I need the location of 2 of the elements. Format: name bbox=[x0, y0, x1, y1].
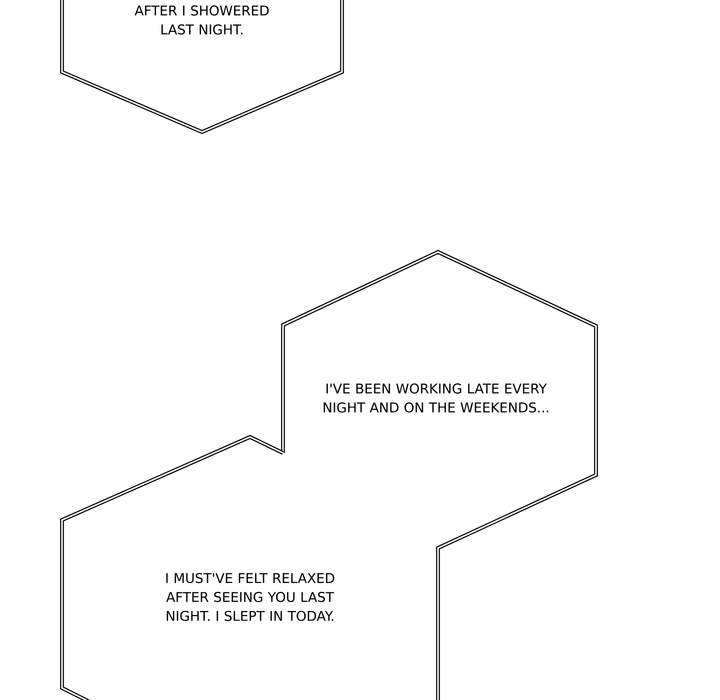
speech-bubble: I MUST'VE FELT RELAXED AFTER SEEING YOU LAST NIGHT. I SLEPT IN TODAY. bbox=[60, 434, 334, 700]
speech-bubble: AFTER I SHOWERED LAST NIGHT. bbox=[60, 0, 344, 134]
